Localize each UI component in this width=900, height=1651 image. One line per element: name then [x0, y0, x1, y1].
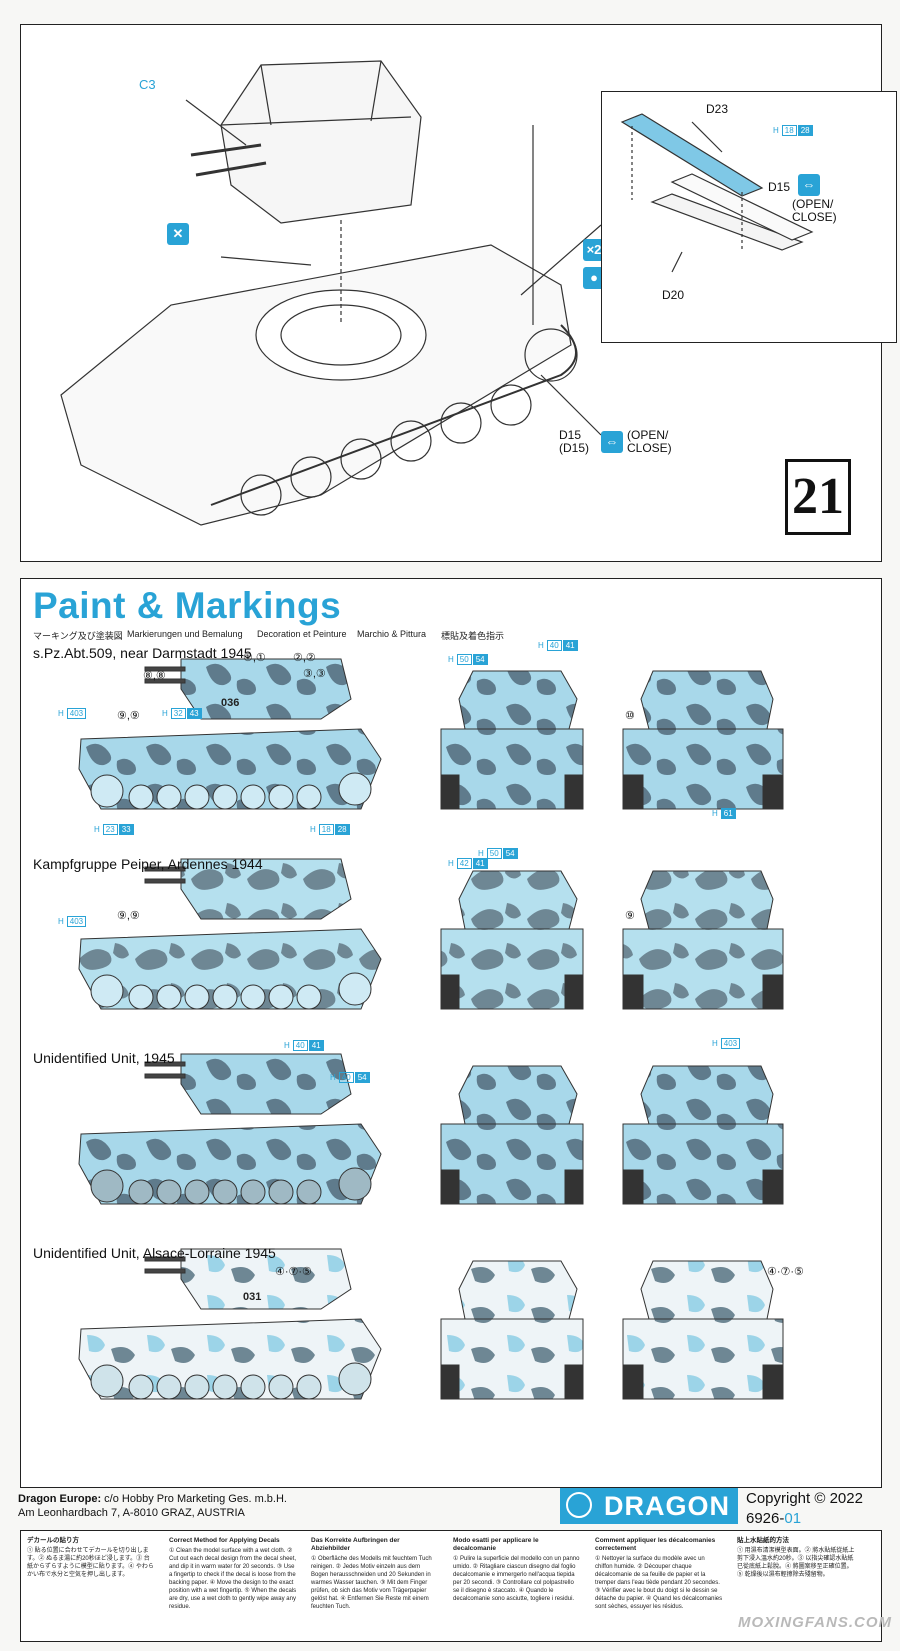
scheme-label-3: Unidentified Unit, 1945 [33, 1050, 175, 1066]
lang-it: Marchio & Pittura [357, 629, 427, 639]
movable-part-icon-bottom: ⇔ [601, 431, 623, 453]
marking-callout: ⑨ [625, 910, 635, 922]
scheme-2-profiles [78, 858, 784, 1010]
marking-callout: ⑧,⑧ [143, 670, 166, 682]
paint-markings-panel: Paint & Markings マーキング及び塗装図 Markierungen… [20, 578, 882, 1488]
company-address: Dragon Europe: c/o Hobby Pro Marketing G… [18, 1493, 287, 1519]
step-number: 21 [785, 459, 851, 535]
marking-callout: ①,① [243, 652, 266, 664]
instructions-it: Modo esatti per applicare le decalcomani… [453, 1537, 580, 1602]
front-view-1 [440, 670, 584, 810]
paint-title: Paint & Markings [33, 585, 342, 626]
marking-callout: ⑩ [625, 710, 635, 722]
turret-number: 031 [243, 1291, 262, 1303]
turret-number: 036 [221, 697, 240, 709]
marking-callout: ②,② [293, 652, 316, 664]
callout-d15-bottom: D15 (D15) [559, 428, 590, 455]
movable-part-icon: ⇔ [798, 174, 820, 196]
part-d23-drawing [620, 113, 764, 197]
callout-d20: D20 [662, 288, 685, 302]
marking-callout: ③,③ [303, 668, 326, 680]
scheme-label-4: Unidentified Unit, Alsace-Lorraine 1945 [33, 1245, 276, 1261]
rear-view-1 [622, 670, 784, 810]
copyright: Copyright © 2022 6926-01 [746, 1490, 863, 1527]
hull-drawing [60, 244, 572, 526]
cement-icon: ● [583, 267, 605, 289]
road-wheels [240, 328, 578, 516]
lang-zh: 標貼及着色指示 [441, 631, 505, 641]
instructions-de: Das Korrekte Aufbringen der Abziehbilder… [311, 1537, 432, 1610]
watermark: MOXINGFANS.COM [738, 1614, 893, 1631]
part-d20-drawing [650, 193, 804, 251]
assembly-drawing [60, 60, 602, 526]
camo-profiles [78, 658, 784, 1400]
marking-callout: ⑨,⑨ [117, 910, 140, 922]
lang-ja: マーキング及び塗装図 [33, 631, 123, 641]
callout-c3: C3 [139, 77, 156, 92]
dragon-emblem-icon [566, 1492, 592, 1518]
callout-d23: D23 [706, 102, 729, 116]
dragon-logo: DRAGON [560, 1488, 738, 1524]
marking-callout: ④·⑦·⑤ [275, 1266, 312, 1278]
marking-callout: ⑨,⑨ [117, 710, 140, 722]
scheme-4-profiles [78, 1248, 784, 1400]
turret-drawing [220, 60, 422, 224]
scheme-3-profiles [78, 1053, 784, 1205]
callout-open-close-bottom: (OPEN/ CLOSE) [627, 428, 672, 455]
scheme-1-profiles [78, 658, 784, 810]
side-view-1 [78, 658, 382, 810]
marking-callout: ④·⑦·⑤ [767, 1266, 804, 1278]
lang-de: Markierungen und Bemalung [127, 629, 243, 639]
instructions-fr: Comment appliquer les décalcomanies corr… [595, 1537, 723, 1610]
callout-open-close-top: (OPEN/ CLOSE) [792, 197, 837, 224]
scheme-label-2: Kampfgruppe Peiper, Ardennes 1944 [33, 856, 263, 872]
callout-d15-top: D15 [768, 180, 791, 194]
repeat-icon: ×2 [583, 239, 605, 261]
scheme-label-1: s.Pz.Abt.509, near Darmstadt 1945 [33, 645, 252, 661]
glue-icon: ✕ [167, 223, 189, 245]
lang-fr: Decoration et Peinture [257, 629, 347, 639]
